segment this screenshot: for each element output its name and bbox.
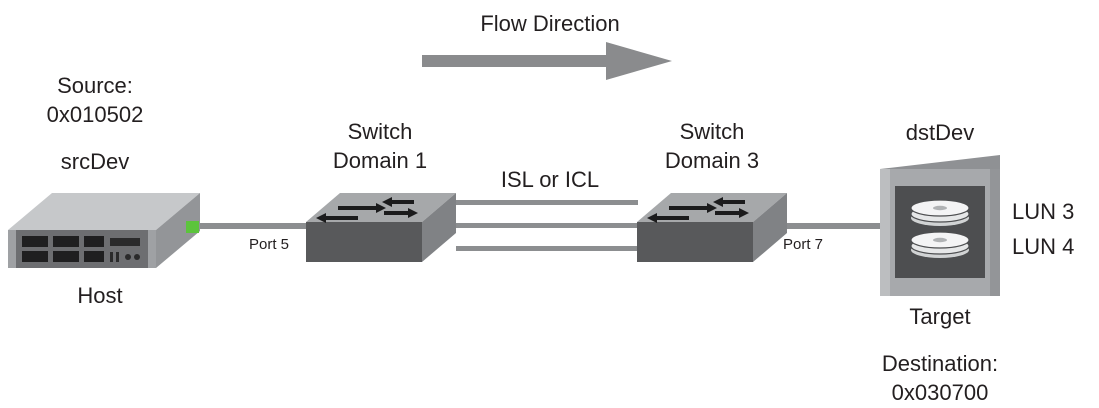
lun-label-3: LUN 3: [1012, 199, 1075, 224]
lun-label-4: LUN 4: [1012, 234, 1075, 259]
destination-address: 0x030700: [891, 380, 989, 405]
destination-device-name: dstDev: [905, 120, 975, 145]
switch3-label-line1: Switch: [679, 119, 745, 144]
host-to-switch1-cable: [198, 223, 306, 229]
switch3-to-target-cable: [786, 223, 882, 229]
switch1-label-line2: Domain 1: [332, 148, 428, 173]
target-caption: Target: [909, 304, 971, 329]
switch1-label-line1: Switch: [347, 119, 413, 144]
switch-domain-3: [637, 193, 787, 262]
destination-title: Destination:: [881, 351, 999, 376]
switch3-label-line2: Domain 3: [664, 148, 760, 173]
source-title: Source:: [57, 73, 133, 98]
switch-domain-1: [306, 193, 456, 262]
host-server: [8, 193, 200, 268]
isl-links: [456, 200, 638, 251]
source-device-name: srcDev: [60, 149, 130, 174]
flow-direction-arrow: [422, 42, 672, 80]
host-port-indicator: [186, 221, 199, 233]
switch1-port-label: Port 5: [249, 236, 290, 253]
flow-direction-label: Flow Direction: [480, 11, 620, 36]
switch3-port-label: Port 7: [783, 236, 824, 253]
source-address: 0x010502: [46, 102, 144, 127]
disk-stack-lun3: [910, 199, 970, 226]
disk-stack-lun4: [910, 231, 970, 258]
isl-link-label: ISL or ICL: [500, 167, 600, 192]
host-caption: Host: [77, 283, 123, 308]
